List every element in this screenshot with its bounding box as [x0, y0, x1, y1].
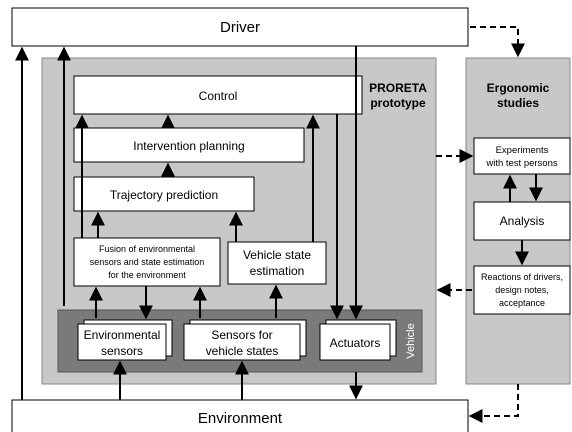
experiments-label-1: Experiments [496, 145, 549, 156]
control-box [73, 75, 363, 115]
ergonomic-title-line2: studies [497, 96, 539, 110]
solid-arrows [15, 46, 543, 400]
prototype-title-line1: PRORETA [369, 81, 427, 95]
arrow-ergonomic-to-environment [468, 384, 519, 423]
reactions-label-3: acceptance [499, 298, 545, 308]
driver-box [11, 7, 469, 47]
ergonomic-title-line1: Ergonomic [487, 81, 550, 95]
analysis-label: Analysis [500, 214, 545, 228]
experiments-box [473, 137, 571, 175]
intervention-label: Intervention planning [133, 139, 244, 153]
experiments-label-2: with test persons [485, 158, 558, 169]
reactions-box [473, 265, 571, 315]
vehicle-state-label-2: estimation [250, 264, 305, 278]
dashed-arrows [436, 26, 525, 423]
prototype-title-line2: prototype [370, 96, 426, 110]
env-sensors-box [77, 323, 167, 361]
environment-box [11, 399, 469, 432]
actuators-label: Actuators [330, 336, 381, 350]
vehicle-state-label-1: Vehicle state [243, 248, 311, 262]
trajectory-label: Trajectory prediction [110, 188, 218, 202]
vehicle-sensors-box [183, 323, 301, 361]
actuators-box [319, 323, 391, 361]
reactions-label-1: Reactions of drivers, [481, 272, 563, 282]
vehicle-label: Vehicle [405, 323, 417, 358]
vehicle-sensors-label-1: Sensors for [211, 328, 272, 342]
environment-label: Environment [198, 410, 283, 427]
trajectory-box [73, 176, 255, 212]
reactions-label-2: design notes, [495, 285, 549, 295]
control-label: Control [199, 89, 238, 103]
env-sensors-label-1: Environmental [84, 328, 161, 342]
vehicle-state-box [227, 241, 327, 285]
driver-label: Driver [220, 19, 260, 36]
env-sensors-label-2: sensors [101, 344, 143, 358]
fusion-box [73, 237, 221, 287]
arrow-driver-to-ergonomic [470, 26, 525, 58]
fusion-label-3: for the environment [108, 270, 186, 280]
intervention-box [73, 127, 305, 163]
fusion-label-2: sensors and state estimation [90, 257, 205, 267]
analysis-box [473, 201, 571, 241]
vehicle-sensors-label-2: vehicle states [206, 344, 279, 358]
fusion-label-1: Fusion of environmental [99, 244, 195, 254]
